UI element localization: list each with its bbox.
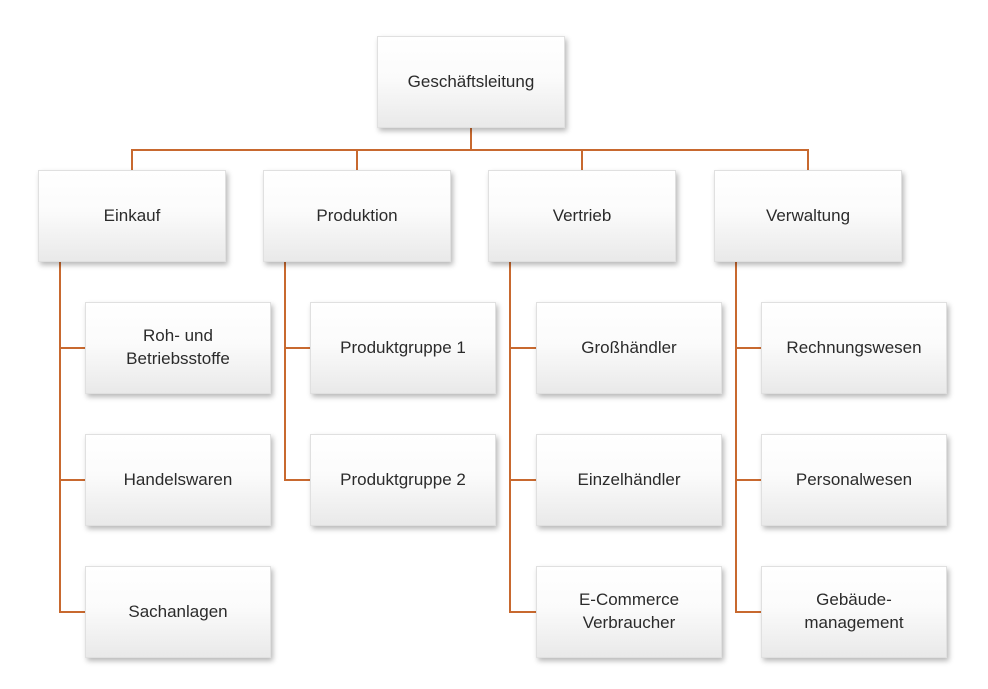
node-personalwesen: Personalwesen [761, 434, 947, 526]
node-e-commerce-verbraucher: E-Commerce Verbraucher [536, 566, 722, 658]
connector-drop-einkauf [59, 260, 61, 613]
node-grosshaendler: Großhändler [536, 302, 722, 394]
node-produktgruppe-2: Produktgruppe 2 [310, 434, 496, 526]
connector-stub-verwaltung [807, 149, 809, 170]
node-roh-und-betriebsstoffe: Roh- und Betriebsstoffe [85, 302, 271, 394]
connector-elbow-verwaltung-1 [735, 347, 762, 349]
node-produktion: Produktion [263, 170, 451, 262]
node-einkauf: Einkauf [38, 170, 226, 262]
connector-bus [131, 149, 809, 151]
connector-stub-produktion [356, 149, 358, 170]
connector-root-stub [470, 128, 472, 151]
connector-elbow-vertrieb-1 [509, 347, 537, 349]
connector-stub-einkauf [131, 149, 133, 170]
connector-elbow-vertrieb-2 [509, 479, 537, 481]
node-einzelhaendler: Einzelhändler [536, 434, 722, 526]
connector-elbow-einkauf-3 [59, 611, 86, 613]
node-sachanlagen: Sachanlagen [85, 566, 271, 658]
connector-elbow-produktion-2 [284, 479, 311, 481]
node-vertrieb: Vertrieb [488, 170, 676, 262]
connector-elbow-einkauf-1 [59, 347, 86, 349]
connector-drop-verwaltung [735, 260, 737, 613]
node-gebaeudemanagement: Gebäude- management [761, 566, 947, 658]
node-verwaltung: Verwaltung [714, 170, 902, 262]
connector-elbow-einkauf-2 [59, 479, 86, 481]
node-handelswaren: Handelswaren [85, 434, 271, 526]
node-rechnungswesen: Rechnungswesen [761, 302, 947, 394]
node-produktgruppe-1: Produktgruppe 1 [310, 302, 496, 394]
connector-elbow-verwaltung-3 [735, 611, 762, 613]
connector-elbow-vertrieb-3 [509, 611, 537, 613]
connector-stub-vertrieb [581, 149, 583, 170]
connector-drop-vertrieb [509, 260, 511, 613]
node-geschaeftsleitung: Geschäftsleitung [377, 36, 565, 128]
connector-elbow-produktion-1 [284, 347, 311, 349]
connector-drop-produktion [284, 260, 286, 481]
connector-elbow-verwaltung-2 [735, 479, 762, 481]
